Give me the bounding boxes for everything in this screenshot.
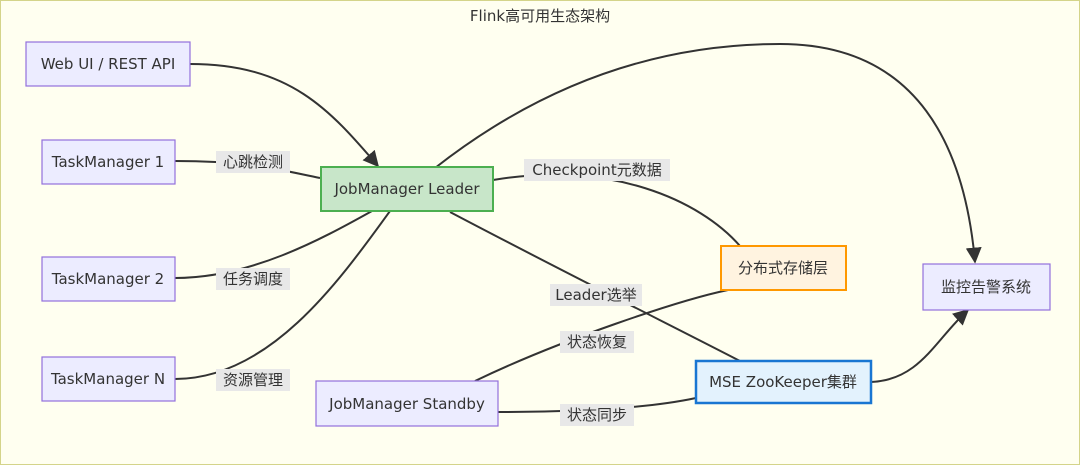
edge-tm2-leader — [174, 210, 373, 279]
edge-standby-storage — [474, 289, 729, 382]
node-taskmanager-n-label: TaskManager N — [50, 370, 165, 388]
edge-leader-to-monitor — [434, 42, 982, 264]
edge-tmn-leader — [174, 210, 391, 380]
edge-label-recovery: 状态恢复 — [567, 333, 627, 351]
node-storage-label: 分布式存储层 — [738, 259, 828, 277]
node-storage: 分布式存储层 — [720, 245, 847, 291]
edge-webui-to-leader — [189, 63, 380, 168]
node-taskmanager-2: TaskManager 2 — [41, 256, 176, 302]
edge-label-heartbeat: 心跳检测 — [223, 153, 283, 171]
node-monitor: 监控告警系统 — [922, 263, 1051, 311]
node-webui: Web UI / REST API — [25, 41, 191, 87]
node-zookeeper: MSE ZooKeeper集群 — [694, 359, 873, 405]
node-webui-label: Web UI / REST API — [41, 55, 176, 73]
edge-label-checkpoint: Checkpoint元数据 — [532, 161, 661, 179]
node-jobmanager-standby-label: JobManager Standby — [328, 395, 485, 413]
edge-label-sync: 状态同步 — [567, 406, 627, 424]
node-jobmanager-leader-label: JobManager Leader — [333, 180, 480, 198]
node-jobmanager-leader: JobManager Leader — [320, 166, 494, 212]
edge-label-election: Leader选举 — [555, 286, 636, 304]
node-zookeeper-label: MSE ZooKeeper集群 — [709, 373, 857, 391]
node-monitor-label: 监控告警系统 — [941, 278, 1031, 296]
edge-label-scheduling: 任务调度 — [223, 270, 283, 288]
node-taskmanager-2-label: TaskManager 2 — [51, 270, 164, 288]
edge-zk-to-monitor — [870, 308, 970, 383]
edge-label-resource: 资源管理 — [223, 371, 283, 389]
node-taskmanager-n: TaskManager N — [41, 356, 176, 402]
diagram-title: Flink高可用生态架构 — [470, 7, 610, 25]
node-jobmanager-standby: JobManager Standby — [315, 380, 499, 427]
node-taskmanager-1: TaskManager 1 — [41, 139, 176, 185]
node-taskmanager-1-label: TaskManager 1 — [51, 153, 164, 171]
